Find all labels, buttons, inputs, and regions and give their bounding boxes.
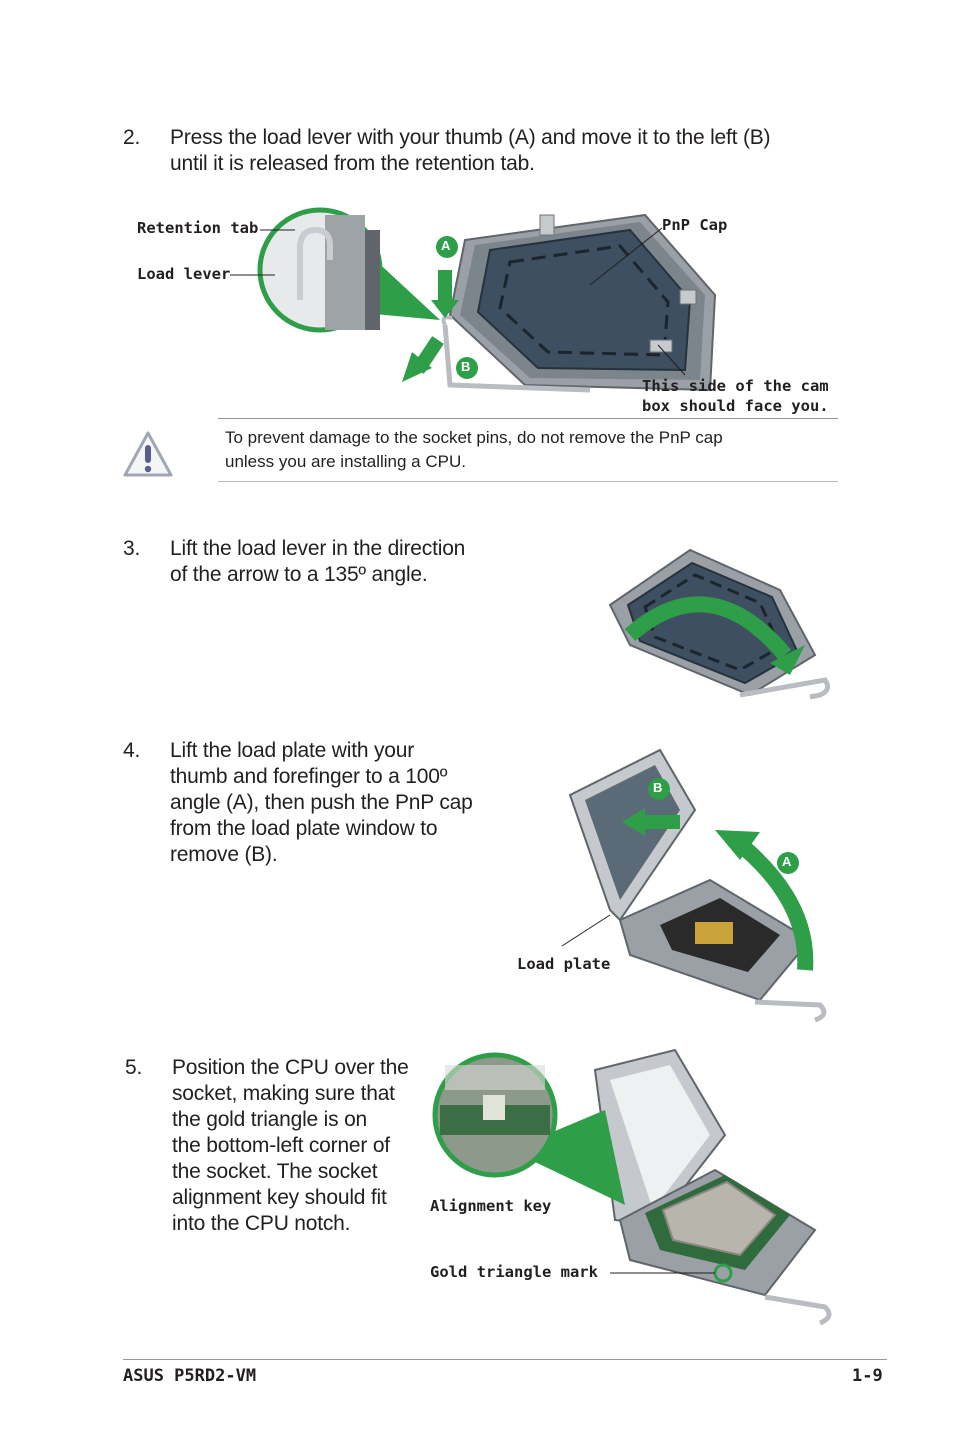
footer-rule <box>123 1359 887 1360</box>
step-text-line: Lift the load lever in the direction <box>170 537 466 560</box>
marker-a-label: A <box>441 238 451 253</box>
lever-release-illustration <box>230 207 717 393</box>
load-lever-label: Load lever <box>137 265 231 283</box>
marker-b-label: B <box>461 359 471 374</box>
marker-b-label: B <box>653 780 663 795</box>
figure-cpu-placement: Alignment key Gold triangle mark <box>425 1045 845 1330</box>
caution-line: To prevent damage to the socket pins, do… <box>225 428 723 447</box>
step-text-line: the gold triangle is on <box>172 1108 368 1131</box>
cam-box-label-line2: box should face you. <box>642 397 829 415</box>
footer-product-name: ASUS P5RD2-VM <box>123 1366 257 1386</box>
marker-b-circle <box>456 357 478 379</box>
retention-tab-zoom <box>257 207 440 333</box>
cam-box-label-line1: This side of the cam <box>642 377 829 395</box>
step-text-line: Lift the load plate with your <box>170 739 415 762</box>
lever-lift-illustration <box>608 548 831 700</box>
caution-top-rule <box>218 418 838 419</box>
gold-triangle-mark-label: Gold triangle mark <box>430 1263 598 1281</box>
load-plate-illustration <box>561 748 827 1023</box>
step-number: 5. <box>125 1056 143 1079</box>
retention-tab-label: Retention tab <box>137 219 259 237</box>
step-text-line: angle (A), then push the PnP cap <box>170 791 473 814</box>
step-3: 3. Lift the load lever in the direction … <box>123 536 543 592</box>
caution-bottom-rule <box>218 481 838 482</box>
step-text-line: socket, making sure that <box>172 1082 395 1105</box>
figure-lever-release: Retention tab Load lever PnP Cap This si… <box>120 200 840 420</box>
step-text-line: Press the load lever with your thumb (A)… <box>170 126 771 149</box>
footer-page-number: 1-9 <box>852 1366 883 1386</box>
step-2: 2. Press the load lever with your thumb … <box>123 125 843 181</box>
warning-triangle-icon <box>123 431 173 477</box>
load-plate-label: Load plate <box>517 955 611 973</box>
caution-line: unless you are installing a CPU. <box>225 452 466 471</box>
cpu-placement-illustration <box>432 1048 832 1326</box>
step-text-line: alignment key should fit <box>172 1186 387 1209</box>
step-text-line: into the CPU notch. <box>172 1212 351 1235</box>
step-text-line: of the arrow to a 135º angle. <box>170 563 428 586</box>
arrow-b <box>402 336 444 382</box>
marker-a-circle <box>436 236 458 258</box>
step-number: 3. <box>123 537 141 560</box>
step-5: 5. Position the CPU over the socket, mak… <box>125 1055 425 1241</box>
step-text-line: the bottom-left corner of <box>172 1134 390 1157</box>
caution-text: To prevent damage to the socket pins, do… <box>225 426 835 474</box>
pnp-cap-label: PnP Cap <box>662 216 728 234</box>
socket-body <box>441 213 717 393</box>
step-text-line: the socket. The socket <box>172 1160 378 1183</box>
step-number: 2. <box>123 126 141 149</box>
step-text-line: Position the CPU over the <box>172 1056 409 1079</box>
step-text-line: from the load plate window to <box>170 817 438 840</box>
step-text-line: thumb and forefinger to a 100º <box>170 765 448 788</box>
arrow-a <box>431 270 459 318</box>
step-number: 4. <box>123 739 141 762</box>
alignment-key-label: Alignment key <box>430 1197 552 1215</box>
figure-load-plate: Load plate B A <box>510 740 840 1030</box>
step-4: 4. Lift the load plate with your thumb a… <box>123 738 543 872</box>
step-text-line: until it is released from the retention … <box>170 152 535 175</box>
step-text-line: remove (B). <box>170 843 278 866</box>
marker-a-label: A <box>782 854 792 869</box>
